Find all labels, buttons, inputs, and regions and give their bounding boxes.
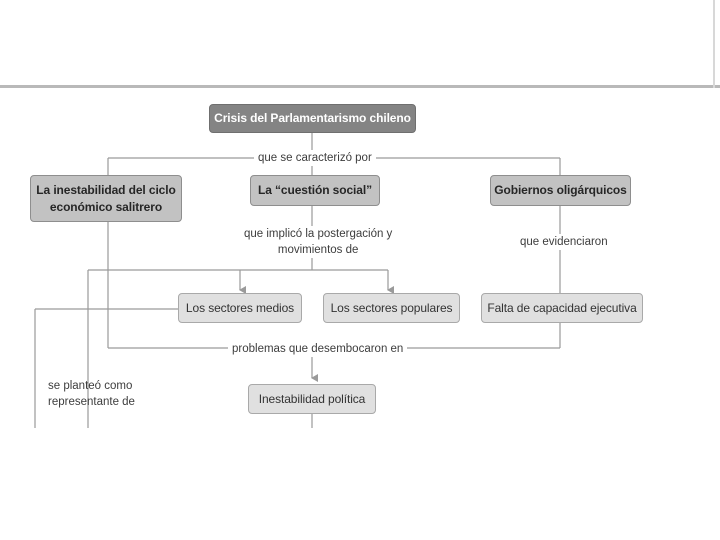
inestabilidad-node: Inestabilidad política [248,384,376,414]
connector-problems-label: problemas que desembocaron en [228,341,408,358]
right-edge-mark [713,0,715,88]
connector-planteo-label: se planteó como representante de [48,378,135,410]
branch-center-node: La “cuestión social” [250,175,380,206]
inestabilidad-label: Inestabilidad política [258,391,366,406]
connector-center-line2: movimientos de [277,244,359,257]
connector-center-line1: que implicó la postergación y [244,228,393,240]
connector-characterized-label: que se caracterizó por [254,150,376,167]
sector-medios-label: Los sectores medios [185,300,295,315]
connector-right-label: que evidenciaron [516,234,612,251]
branch-left-label: La inestabilidad del ciclo económico sal… [36,183,176,214]
falta-node: Falta de capacidad ejecutiva [481,293,643,323]
connector-planteo-line2: representante de [48,396,135,409]
connector-planteo-line1: se planteó como [48,380,133,392]
top-divider [0,85,720,88]
branch-right-node: Gobiernos oligárquicos [490,175,631,206]
falta-label: Falta de capacidad ejecutiva [487,300,637,315]
branch-right-label: Gobiernos oligárquicos [494,183,627,198]
branch-left-node: La inestabilidad del ciclo económico sal… [30,175,182,222]
sector-populares-node: Los sectores populares [323,293,460,323]
branch-center-label: La “cuestión social” [257,183,373,198]
root-node-label: Crisis del Parlamentarismo chileno [214,111,411,126]
sector-medios-node: Los sectores medios [178,293,302,323]
sector-populares-label: Los sectores populares [330,300,453,315]
root-node: Crisis del Parlamentarismo chileno [209,104,416,133]
connector-center-label: que implicó la postergación y movimiento… [240,226,397,259]
